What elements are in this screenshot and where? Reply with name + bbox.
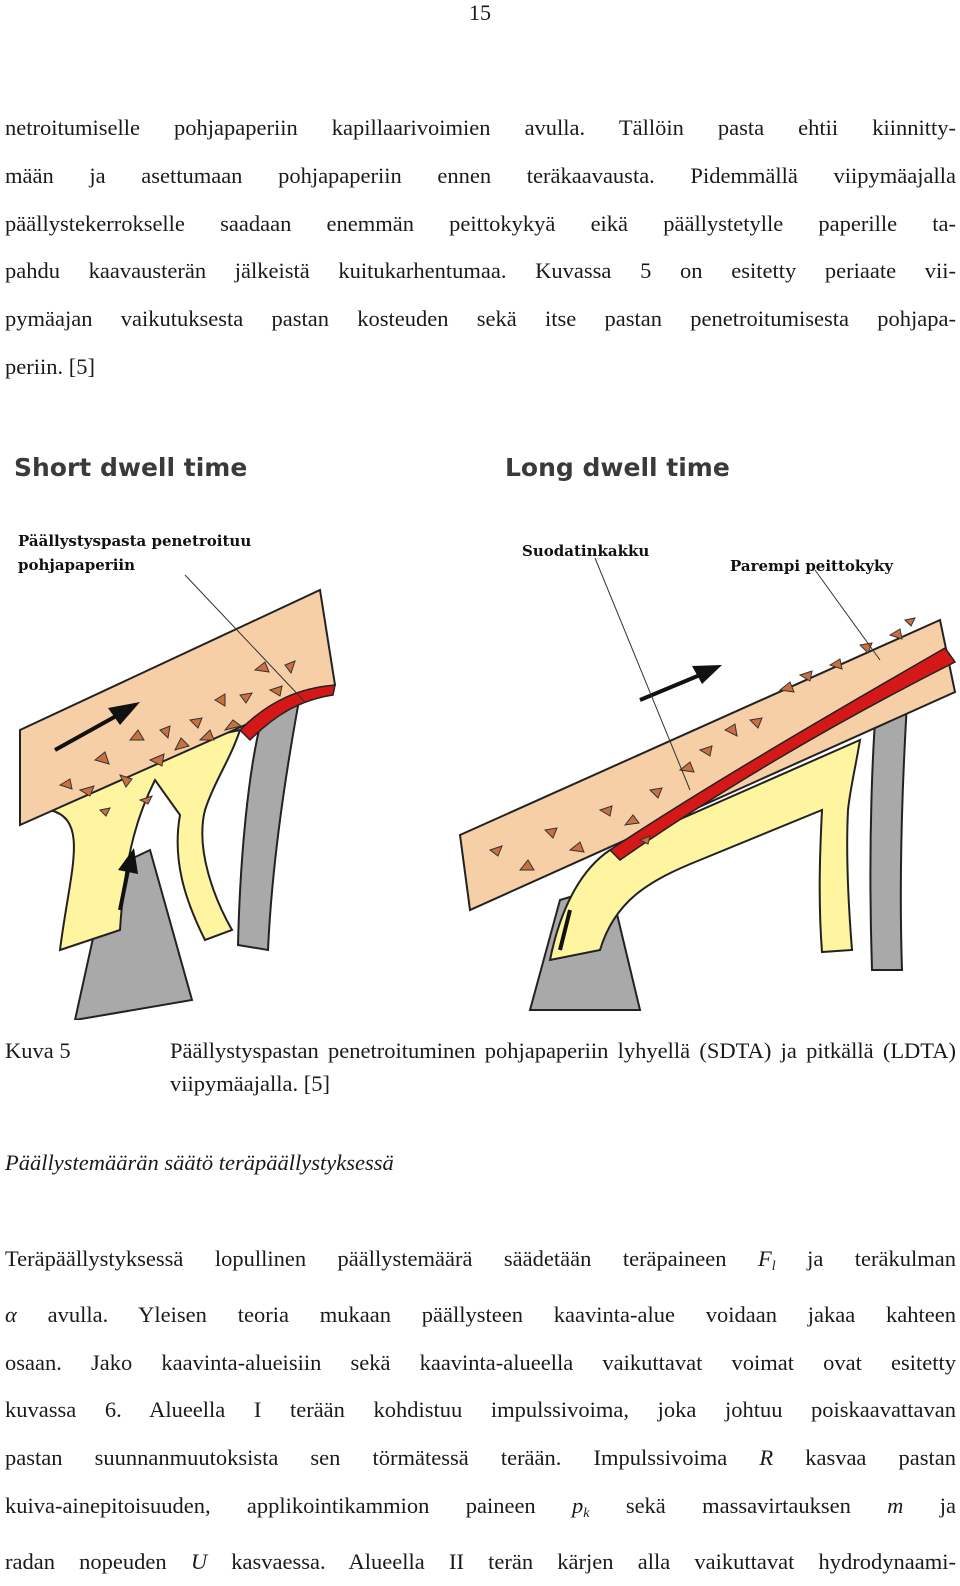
right-leader-line <box>814 569 881 661</box>
text-run: kuiva-ainepitoisuuden, applikointikammio… <box>5 1492 573 1518</box>
paragraph-1-line: netroitumiselle pohjapaperiin kapillaari… <box>5 115 956 140</box>
text-run: sekä massavirtauksen <box>589 1492 888 1518</box>
text-run: pastan suunnanmuutoksista sen törmätessä… <box>5 1445 760 1471</box>
caption-text: Päällystyspastan penetroituminen pohjapa… <box>170 1038 956 1096</box>
left-flow-arrowhead <box>118 848 138 874</box>
text-run: ja <box>903 1492 956 1518</box>
paragraph-2-line: kuvassa 6. Alueella I terään kohdistuu i… <box>5 1397 956 1423</box>
page-number: 15 <box>469 0 491 25</box>
mass-flow-symbol: m <box>887 1492 904 1518</box>
paragraph-1: netroitumiselle pohjapaperiin kapillaari… <box>5 104 956 391</box>
right-flow-arrow <box>558 909 572 951</box>
blade-force-subscript: l <box>771 1259 776 1274</box>
left-flow-arrow <box>118 869 130 911</box>
dwell-time-figure: Short dwell time Long dwell time Päällys… <box>14 453 957 1020</box>
text-run: Teräpäällystyksessä lopullinen päällyste… <box>5 1246 758 1271</box>
pressure-symbol: p <box>572 1492 584 1518</box>
left-web-arrowhead <box>108 702 140 725</box>
speed-symbol: U <box>190 1548 208 1574</box>
paragraph-1-line: pymäajan vaikutuksesta pastan kosteuden … <box>5 306 956 332</box>
paragraph-2: Teräpäällystyksessä lopullinen päällyste… <box>5 1235 956 1586</box>
left-leader-line <box>184 574 306 703</box>
paragraph-1-line: mään ja asettumaan pohjapaperiin ennen t… <box>5 162 956 188</box>
mid-leader-line <box>594 557 691 791</box>
blade-angle-symbol: α <box>5 1301 17 1327</box>
paragraph-1-line: periin. [5] <box>5 353 95 379</box>
paragraph-1-line: päällystekerrokselle saadaan enemmän pei… <box>5 210 956 236</box>
right-grey-support <box>869 653 912 971</box>
left-grey-support <box>236 692 302 952</box>
paragraph-2-line: Teräpäällystyksessä lopullinen päällyste… <box>5 1235 956 1291</box>
penetration-label-line1: Päällystyspasta penetroituu <box>18 532 251 550</box>
right-paper-web <box>458 618 957 912</box>
pressure-subscript: k <box>583 1505 590 1521</box>
better-coverage-label: Parempi peittokyky <box>730 557 894 575</box>
right-web-arrow <box>639 673 701 702</box>
paragraph-2-line: osaan. Jako kaavinta-alueisiin sekä kaav… <box>5 1349 956 1375</box>
long-dwell-diagram <box>458 557 957 1011</box>
left-pigment-flakes <box>58 660 296 817</box>
left-web-arrow <box>54 713 119 752</box>
long-dwell-title: Long dwell time <box>505 453 730 482</box>
filter-cake-label: Suodatinkakku <box>522 542 649 560</box>
paragraph-2-line: kuiva-ainepitoisuuden, applikointikammio… <box>5 1482 956 1538</box>
text-run: kasvaessa. Alueella II terän kärjen alla… <box>207 1548 956 1574</box>
paragraph-1-line: pahdu kaavausterän jälkeistä kuitukarhen… <box>5 258 956 284</box>
text-run: avulla. Yleisen teoria mukaan päällystee… <box>16 1301 956 1327</box>
blade-force-symbol: F <box>757 1246 772 1271</box>
penetration-label-line2: pohjapaperiin <box>18 556 135 574</box>
short-dwell-diagram <box>19 574 337 1020</box>
text-run: kasvaa pastan <box>773 1445 957 1471</box>
short-dwell-title: Short dwell time <box>14 453 247 482</box>
right-web-arrowhead <box>692 665 722 684</box>
impulse-force-symbol: R <box>759 1445 774 1471</box>
text-run: ja teräkulman <box>775 1246 956 1271</box>
left-red-coating <box>238 684 336 742</box>
caption-label: Kuva 5 <box>5 1038 71 1063</box>
right-red-coating <box>608 647 957 861</box>
right-yellow-channel <box>548 738 862 962</box>
text-run: radan nopeuden <box>5 1548 191 1574</box>
section-heading: Päällystemäärän säätö teräpäällystyksess… <box>5 1150 394 1175</box>
paragraph-2-line: pastan suunnanmuutoksista sen törmätessä… <box>5 1434 956 1482</box>
paragraph-2-line: α avulla. Yleisen teoria mukaan päällyst… <box>5 1291 956 1339</box>
